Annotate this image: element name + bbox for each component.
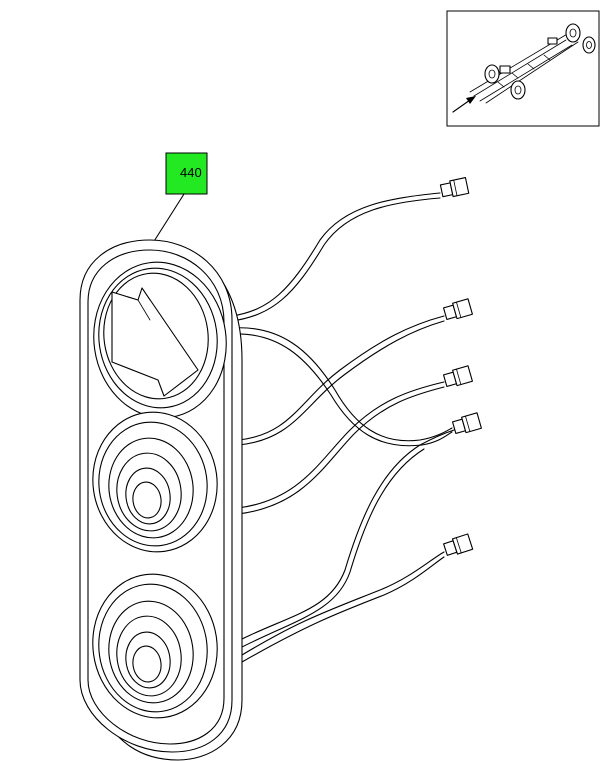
- inset-locator: [446, 10, 600, 127]
- callout-label: 440: [180, 165, 202, 180]
- round-lens-icon: [92, 411, 218, 553]
- location-arrow-icon: [452, 96, 476, 113]
- signal-light-housing: [79, 239, 243, 761]
- connector-2: [443, 298, 473, 321]
- connector-5: [443, 533, 474, 556]
- middle-round-lens: [92, 411, 218, 553]
- connector-1: [439, 177, 470, 198]
- callout-440[interactable]: 440: [150, 152, 208, 247]
- wire-harness: [231, 192, 455, 663]
- connector-icon: [443, 533, 474, 556]
- bottom-round-lens: [92, 573, 218, 719]
- arrow-lens-icon: [111, 287, 199, 397]
- connector-4: [452, 412, 482, 435]
- connector-icon: [443, 298, 473, 321]
- connector-icon: [452, 412, 482, 435]
- connector-3: [443, 365, 473, 388]
- connector-icon: [439, 177, 470, 198]
- arrow-lens: [93, 261, 227, 419]
- leader-line: [150, 193, 185, 247]
- round-lens-icon: [92, 573, 218, 719]
- connector-icon: [443, 365, 473, 388]
- callout-box[interactable]: [165, 152, 208, 195]
- chassis-locator-icon: [469, 23, 596, 104]
